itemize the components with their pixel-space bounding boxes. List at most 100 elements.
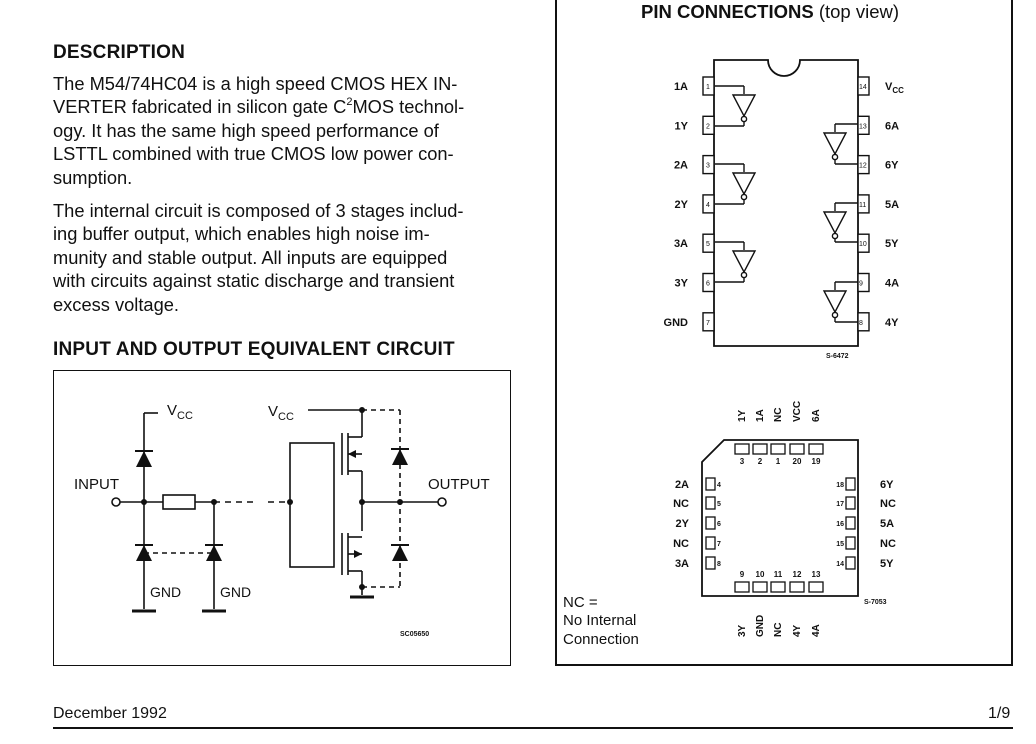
nc-note-line-2: No Internal [563, 612, 636, 629]
dip-pin-number: 14 [859, 84, 867, 91]
dip-pin-label: 1Y [675, 120, 689, 132]
dip-pin-label: 5Y [885, 238, 899, 250]
plcc-pin-number: 6 [717, 521, 721, 528]
plcc-pin-top [752, 443, 768, 455]
plcc-pin-label: 4Y [792, 624, 803, 637]
para1-line-5: sumption. [53, 166, 133, 188]
plcc-pin-label: 1A [755, 409, 766, 422]
para2-line-4: with circuits against static discharge a… [53, 270, 455, 292]
plcc-pin-number: 18 [836, 482, 844, 489]
plcc-pin-top [789, 443, 805, 455]
plcc-pin-label: GND [755, 615, 766, 637]
plcc-pin-number: 9 [740, 570, 745, 579]
dip-pin-number: 12 [859, 163, 867, 170]
plcc-pin-bottom [808, 581, 824, 593]
plcc-pin-label: 4A [811, 624, 822, 637]
vcc-left-label: VCC [167, 402, 193, 422]
plcc-pin-number: 5 [717, 501, 721, 508]
dip-pin-number: 2 [706, 123, 710, 130]
dip-pin-label: 3Y [675, 278, 689, 290]
plcc-pin-right [845, 556, 856, 570]
dip-pin-label: 2A [674, 160, 688, 172]
plcc-pin-top [734, 443, 750, 455]
dip-pin-label: 5A [885, 199, 899, 211]
description-heading: DESCRIPTION [53, 42, 186, 63]
plcc-code: S-7053 [864, 599, 887, 606]
plcc-pin-right [845, 477, 856, 491]
dip-pin-label: 3A [674, 238, 688, 250]
plcc-pin-label: VCC [792, 401, 803, 422]
dip-pin-label: 6Y [885, 160, 899, 172]
vcc-right-label: VCC [268, 403, 294, 423]
plcc-pin-number: 7 [717, 541, 721, 548]
plcc-pin-number: 4 [717, 482, 721, 489]
io-circuit-diagram: VCC VCC INPUT OUTPUT GND GND SC05650 [74, 402, 490, 638]
plcc-pin-bottom [789, 581, 805, 593]
dip-pin-left [702, 233, 715, 253]
plcc-pin-left [705, 496, 716, 510]
plcc-pin-label: 5A [880, 518, 894, 530]
plcc-pin-label: NC [880, 498, 896, 510]
plcc-pin-top [808, 443, 824, 455]
io-circuit-frame: VCC VCC INPUT OUTPUT GND GND SC05650 [53, 370, 511, 666]
plcc-pin-label: 1Y [737, 409, 748, 422]
pin-connections-heading: PIN CONNECTIONS (top view) [641, 1, 900, 22]
dip-pin-right [857, 194, 870, 214]
plcc-pin-number: 2 [758, 457, 763, 466]
dip-pin-label: 2Y [675, 199, 689, 211]
description-paragraph-1: The M54/74HC04 is a high speed CMOS HEX … [53, 72, 511, 189]
plcc-package: 31Y93Y21A10GND1NC11NC20VCC124Y196A134A42… [673, 401, 896, 637]
dip-pin-left [702, 154, 715, 175]
plcc-pin-right [845, 536, 856, 550]
dip-pin-label: GND [664, 317, 689, 329]
right-frame-left-border [555, 0, 557, 666]
dip-pin-number: 5 [706, 241, 710, 248]
plcc-pin-right [845, 516, 856, 530]
right-frame-right-border [1011, 0, 1013, 666]
dip-pin-label: 1A [674, 81, 688, 93]
para2-line-2: ing buffer output, which enables high no… [53, 223, 430, 245]
dip-pin-label: 4Y [885, 317, 899, 329]
dip-pin-label: 6A [885, 120, 899, 132]
para2-line-1: The internal circuit is composed of 3 st… [53, 200, 464, 221]
dip-pin-number: 8 [859, 320, 863, 327]
plcc-pin-number: 12 [793, 570, 802, 579]
plcc-pin-label: 3A [675, 558, 689, 570]
dip-pin-number: 13 [859, 123, 867, 130]
dip-pin-number: 11 [859, 202, 866, 209]
para1-line-3: ogy. It has the same high speed performa… [53, 119, 439, 141]
para2-line-5: excess voltage. [53, 293, 180, 315]
plcc-pin-number: 19 [812, 457, 821, 466]
plcc-pin-number: 10 [756, 570, 765, 579]
nc-note-line-1: NC = [563, 594, 598, 611]
dip-pin-left [702, 194, 715, 214]
dip-pin-number: 3 [706, 163, 710, 170]
plcc-pin-left [705, 477, 716, 491]
para1-line-4: LSTTL combined with true CMOS low power … [53, 143, 454, 165]
plcc-pin-label: NC [880, 538, 896, 550]
dip-pin-left [702, 115, 715, 136]
dip-pin-left [702, 76, 715, 96]
para1-line-1: The M54/74HC04 is a high speed CMOS HEX … [53, 73, 458, 94]
plcc-pin-label: NC [673, 498, 689, 510]
plcc-pin-number: 15 [836, 541, 844, 548]
plcc-pin-bottom [770, 581, 786, 593]
input-label: INPUT [74, 476, 119, 493]
plcc-pin-label: 3Y [737, 624, 748, 637]
nc-note-line-3: Connection [563, 631, 639, 648]
plcc-pin-number: 17 [836, 501, 844, 508]
plcc-pin-left [705, 516, 716, 530]
plcc-pin-label: 6A [811, 409, 822, 422]
plcc-pin-number: 3 [740, 457, 745, 466]
plcc-pin-label: 2Y [676, 518, 690, 530]
plcc-pin-right [845, 496, 856, 510]
dip-pin-number: 9 [859, 281, 863, 288]
dip-code: S-6472 [826, 353, 849, 360]
footer-date: December 1992 [53, 705, 167, 722]
dip-pin-right [857, 76, 870, 96]
plcc-pin-number: 13 [812, 570, 821, 579]
plcc-pin-number: 16 [836, 521, 844, 528]
plcc-pin-number: 8 [717, 561, 721, 568]
